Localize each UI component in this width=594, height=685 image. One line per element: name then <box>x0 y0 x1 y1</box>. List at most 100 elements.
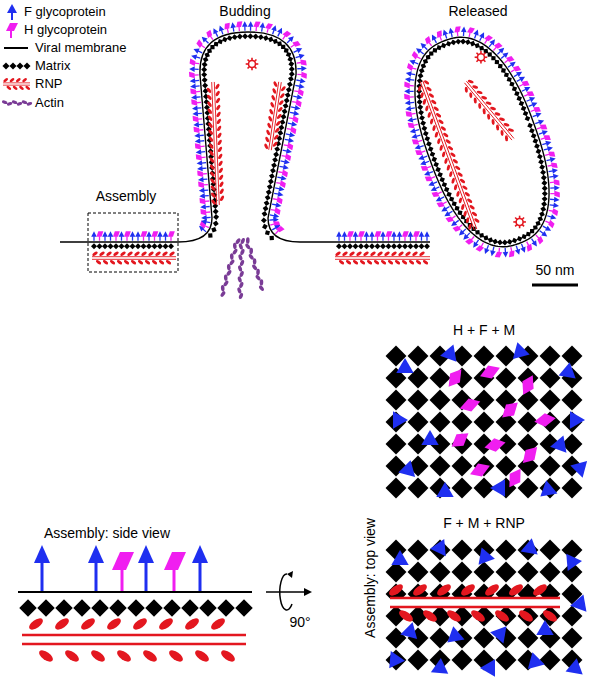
released-virion <box>527 242 529 246</box>
released-virion <box>423 156 427 158</box>
top-view-fmrnp <box>474 628 495 649</box>
actin-filament <box>224 274 228 281</box>
budding-virion <box>296 59 306 67</box>
rnp-strand <box>106 251 113 257</box>
rnp-strand <box>401 259 408 265</box>
rotation-arrow <box>266 571 312 610</box>
top-view-fmrnp <box>566 657 586 675</box>
rnp-strand <box>274 127 280 133</box>
top-view-fmrnp <box>518 562 539 583</box>
rnp-strand <box>216 125 222 132</box>
top-view-fmrnp <box>383 647 405 668</box>
budding-virion <box>201 72 207 78</box>
rnp-coil <box>480 51 482 54</box>
released-virion <box>541 224 552 234</box>
released-virion <box>447 27 455 37</box>
budding-virion <box>419 243 425 249</box>
budding-virion <box>197 166 203 172</box>
budding-virion <box>287 120 297 127</box>
top-view-hfm <box>386 390 407 411</box>
rnp-strand <box>422 259 429 265</box>
actin-filament <box>233 243 237 250</box>
budding-virion <box>194 133 200 139</box>
rnp-strand <box>474 218 481 224</box>
budding-virion <box>189 78 195 84</box>
released-virion <box>455 220 459 223</box>
budding-virion <box>198 181 204 188</box>
budding-virion <box>294 105 300 112</box>
rnp-strand <box>373 259 380 265</box>
released-virion <box>421 151 425 152</box>
budding-virion <box>194 132 204 138</box>
budding-virion <box>336 231 342 241</box>
rnp-strand <box>99 251 106 257</box>
budding-virion <box>202 83 208 89</box>
budding-virion <box>273 198 277 200</box>
rnp-strand <box>440 125 447 131</box>
side-view <box>193 648 211 664</box>
budding-virion <box>199 193 205 199</box>
budding-virion <box>288 76 294 82</box>
released-virion <box>545 139 552 146</box>
budding-virion <box>170 236 171 241</box>
actin-filament <box>221 285 225 292</box>
rnp-strand <box>356 251 363 257</box>
top-view-fmrnp <box>408 540 429 561</box>
rnp-coil <box>249 61 256 68</box>
rnp-strand <box>263 80 287 151</box>
top-view-fmrnp <box>524 650 545 669</box>
released-virion <box>533 138 539 144</box>
budding-virion <box>271 24 278 31</box>
rnp-strand <box>423 81 477 229</box>
budding-virion <box>301 72 307 79</box>
budding-virion <box>295 85 299 87</box>
released-virion <box>532 111 543 120</box>
rnp-strand <box>468 223 472 230</box>
released-virion <box>479 31 486 38</box>
rnp-strand <box>352 259 359 265</box>
released-virion <box>410 102 414 104</box>
budding-virion <box>196 57 200 58</box>
rnp-strand <box>209 164 215 171</box>
budding-virion <box>210 36 213 40</box>
budding-virion <box>200 204 210 210</box>
budding-virion <box>291 106 295 108</box>
budding-virion <box>366 236 367 241</box>
released-virion <box>440 36 442 40</box>
released-virion <box>551 161 558 169</box>
budding-virion <box>408 243 414 249</box>
budding-virion <box>203 184 207 186</box>
side-view <box>131 616 149 632</box>
top-view-hfm <box>559 361 579 379</box>
released-virion <box>548 220 556 228</box>
rnp-strand <box>215 83 221 90</box>
released-virion <box>488 237 494 243</box>
released-virion <box>472 29 481 40</box>
rnp-coil <box>251 68 253 71</box>
side-view <box>115 648 133 664</box>
rnp-strand <box>148 251 155 257</box>
budding-virion <box>286 52 291 57</box>
released-virion <box>510 247 512 251</box>
released-virion <box>437 200 445 209</box>
budding-virion <box>268 37 274 43</box>
budding-virion <box>132 236 133 241</box>
released-virion <box>404 93 410 100</box>
budding-virion <box>272 201 282 208</box>
released-virion <box>521 106 527 112</box>
rnp-strand <box>272 88 277 95</box>
released-virion <box>529 95 536 102</box>
side-view <box>89 648 107 664</box>
budding-virion <box>344 236 345 241</box>
top-view-fmrnp <box>421 608 439 624</box>
budding-virion <box>342 231 348 237</box>
budding-virion <box>364 243 370 249</box>
budding-virion <box>60 32 430 242</box>
released-virion <box>514 74 518 76</box>
rnp-strand <box>419 251 426 257</box>
released-virion <box>538 159 544 165</box>
budding-virion <box>237 34 243 40</box>
released-virion <box>452 216 456 219</box>
released-virion <box>408 121 415 129</box>
rnp-strand <box>481 96 488 100</box>
